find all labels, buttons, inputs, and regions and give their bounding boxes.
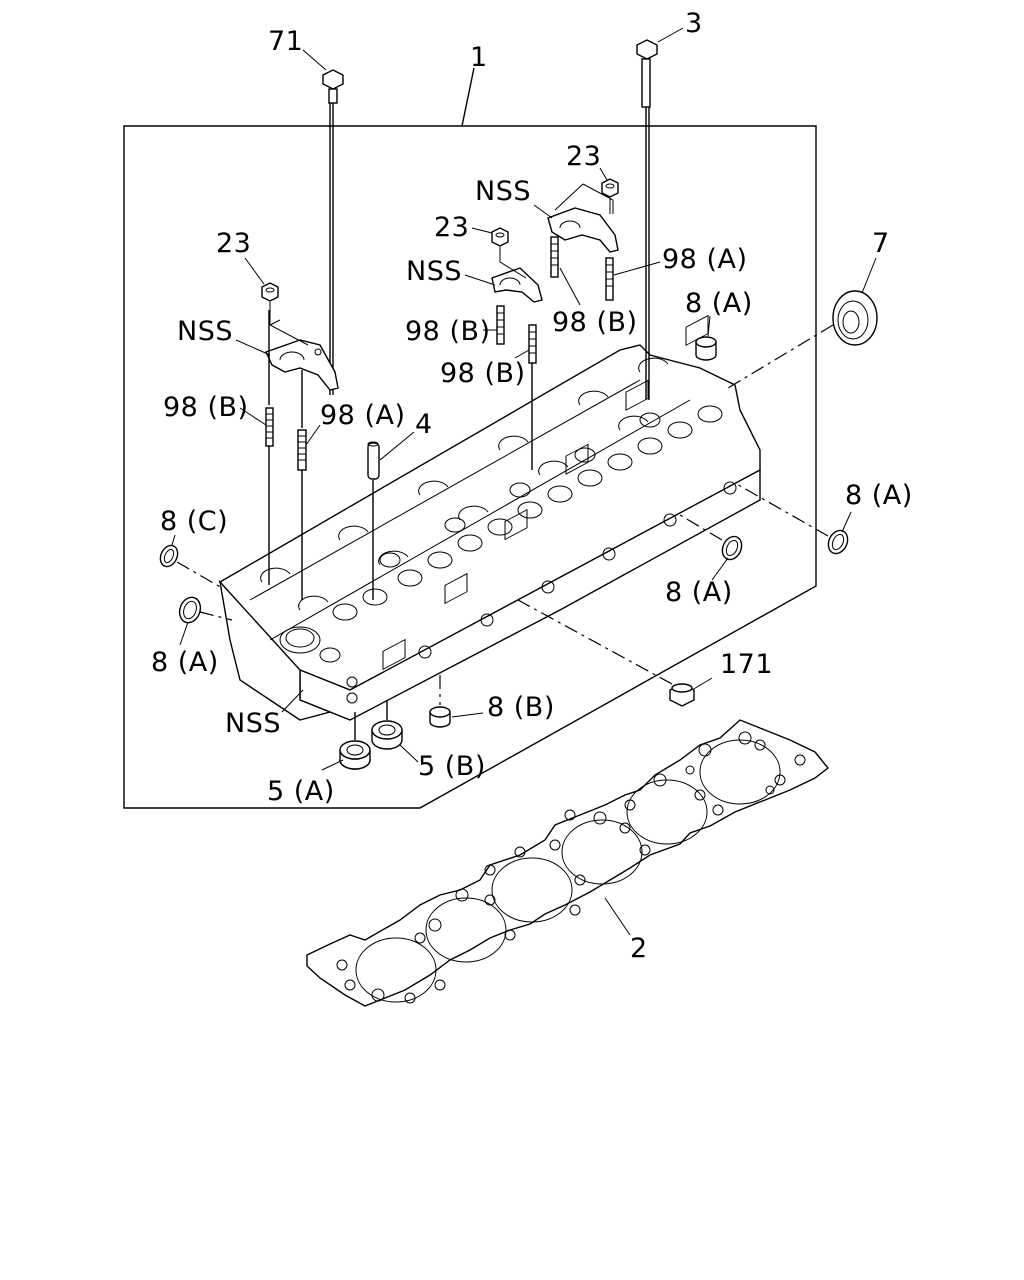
seal-5a (339, 712, 371, 770)
callout-23-mid: 23 (434, 212, 469, 243)
cylinder-head (218, 314, 761, 721)
plug-8a-top (695, 336, 717, 361)
callout-98a-left: 98 (A) (320, 400, 405, 431)
callout-8a-left: 8 (A) (151, 647, 219, 678)
callout-98b-left: 98 (B) (163, 392, 249, 423)
callout-98a-right: 98 (A) (662, 244, 747, 275)
callout-23-right: 23 (566, 141, 601, 172)
callout-98b-mid-left: 98 (B) (405, 316, 491, 347)
callout-nss-bottom: NSS (225, 708, 281, 739)
stud-98b-mid-2 (528, 324, 537, 470)
bolt-71 (322, 69, 344, 395)
callout-98b-mid-lower: 98 (B) (440, 358, 526, 389)
callout-71: 71 (268, 26, 303, 57)
callout-98b-mid-right: 98 (B) (552, 307, 638, 338)
bolt-3 (636, 39, 658, 400)
callout-5b: 5 (B) (418, 751, 486, 782)
head-gasket (306, 719, 829, 1007)
callout-8b: 8 (B) (487, 692, 555, 723)
nut-23-left (261, 282, 279, 302)
stud-98b-left (265, 310, 274, 585)
callout-8a-right: 8 (A) (845, 480, 913, 511)
leader-lines (171, 27, 877, 936)
plug-8a-left (178, 596, 233, 624)
callout-nss-mid: NSS (406, 256, 462, 287)
callout-23-left: 23 (216, 228, 251, 259)
nut-23-right (601, 178, 619, 198)
callout-8a-top: 8 (A) (685, 288, 753, 319)
callout-8a-center: 8 (A) (665, 577, 733, 608)
callout-3: 3 (685, 8, 703, 39)
callout-nss-right: NSS (475, 176, 531, 207)
callout-5a: 5 (A) (267, 776, 335, 807)
callout-7: 7 (872, 228, 890, 259)
oil-seal-7 (727, 290, 878, 389)
nut-23-mid (491, 227, 509, 247)
callout-2: 2 (630, 933, 648, 964)
bearing-cap-left (265, 339, 339, 391)
stud-98b-mid-1 (496, 305, 505, 345)
fitting-171 (517, 599, 695, 707)
seal-5b (371, 700, 403, 750)
assembly-frame (123, 125, 817, 809)
callout-4: 4 (415, 409, 433, 440)
callout-nss-left: NSS (177, 316, 233, 347)
dowel-4 (367, 441, 380, 600)
plug-8c (159, 544, 223, 589)
plug-8b (429, 675, 451, 728)
callout-8c: 8 (C) (160, 506, 228, 537)
stud-98b-right (550, 236, 559, 278)
callout-171: 171 (720, 649, 773, 680)
callout-1: 1 (470, 42, 488, 73)
plug-8a-right (734, 482, 849, 555)
stud-98a-left (297, 370, 307, 600)
bearing-cap-mid (491, 267, 543, 303)
bearing-cap-right (547, 207, 619, 253)
stud-98a-right (605, 257, 614, 301)
